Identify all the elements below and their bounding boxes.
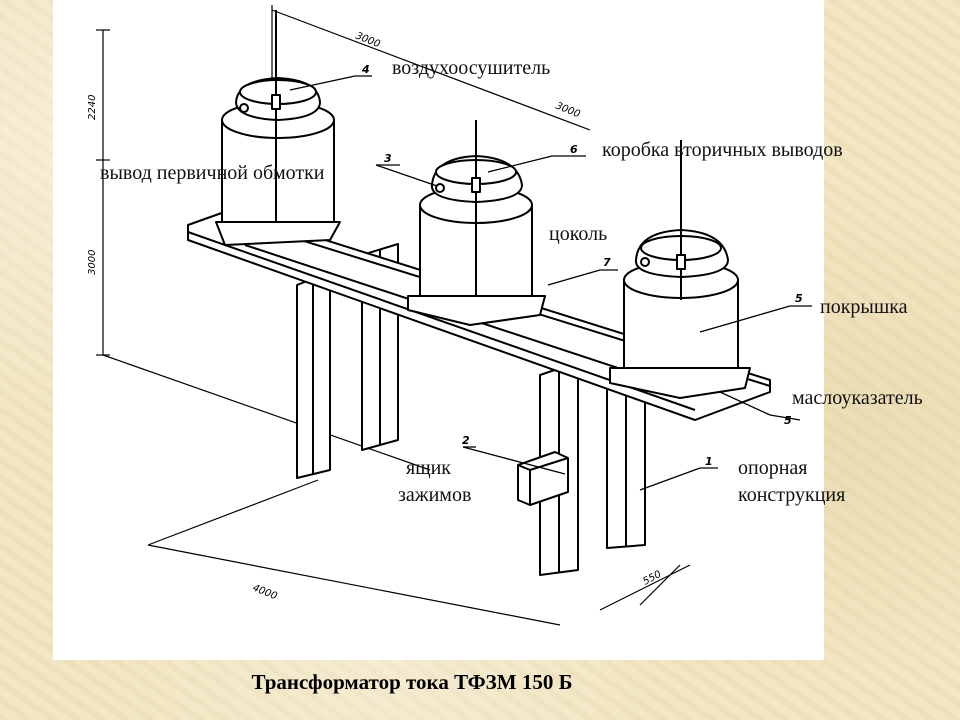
dim-text-5: 4000 bbox=[251, 583, 279, 603]
callout-number: 7 bbox=[603, 256, 611, 269]
callout-number: 1 bbox=[705, 455, 713, 468]
leader-lines bbox=[289, 75, 812, 491]
figure-caption: Трансформатор тока ТФЗМ 150 Б bbox=[251, 670, 573, 694]
transformer-right bbox=[623, 140, 739, 389]
label-primary-output: вывод первичной обмотки bbox=[100, 162, 325, 184]
callout-number: 3 bbox=[384, 152, 392, 165]
transformer-left bbox=[221, 10, 335, 240]
label-support-line2: конструкция bbox=[738, 484, 846, 506]
callout-number: 5 bbox=[795, 292, 803, 305]
label-base: цоколь bbox=[549, 223, 608, 245]
label-terminal-box-line2: зажимов bbox=[398, 484, 472, 506]
dim-text-1: 3000 bbox=[354, 31, 382, 51]
label-air-dryer: воздухоосушитель bbox=[392, 57, 551, 79]
label-secondary-box: коробка вторичных выводов bbox=[602, 139, 843, 161]
label-terminal-box-line1: ящик bbox=[406, 457, 452, 479]
label-oil-indicator: маслоуказатель bbox=[792, 387, 923, 409]
dimension-lines bbox=[96, 5, 691, 626]
label-cover: покрышка bbox=[820, 296, 908, 318]
callout-number: 4 bbox=[361, 63, 370, 76]
callout-number: 5 bbox=[784, 414, 792, 427]
dim-text-4: 3000 bbox=[87, 250, 98, 275]
transformer-middle bbox=[419, 120, 533, 314]
dim-text-3: 2240 bbox=[87, 95, 98, 120]
callout-number: 2 bbox=[462, 434, 470, 447]
label-terminal-box: ящик зажимов bbox=[398, 455, 471, 509]
base-plates bbox=[215, 221, 751, 399]
label-support-line1: опорная bbox=[738, 457, 808, 479]
callout-number: 6 bbox=[570, 143, 578, 156]
label-support: опорная конструкция bbox=[738, 455, 845, 509]
